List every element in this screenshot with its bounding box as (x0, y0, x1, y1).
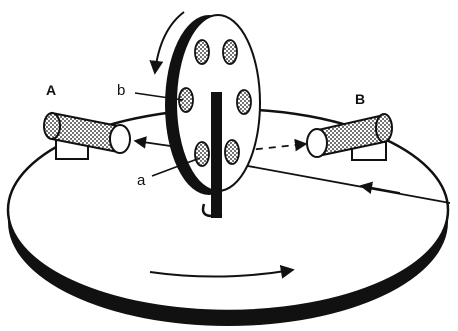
disc-hole (237, 90, 251, 114)
disc-hole (195, 40, 209, 64)
detector-a-end-left (44, 113, 60, 139)
disc-hole-a (195, 142, 209, 166)
label-hole-a: a (137, 172, 146, 189)
disc-hole (223, 40, 237, 64)
detector-b-end-right (376, 114, 392, 142)
label-detector-a: A (46, 82, 56, 98)
detector-a (44, 113, 130, 159)
detector-b-aperture (307, 129, 327, 157)
label-detector-b: B (355, 91, 365, 107)
disc-hole (225, 140, 239, 164)
label-hole-b: b (117, 82, 125, 99)
detector-a-aperture (110, 125, 130, 153)
shaft-post (211, 92, 222, 218)
